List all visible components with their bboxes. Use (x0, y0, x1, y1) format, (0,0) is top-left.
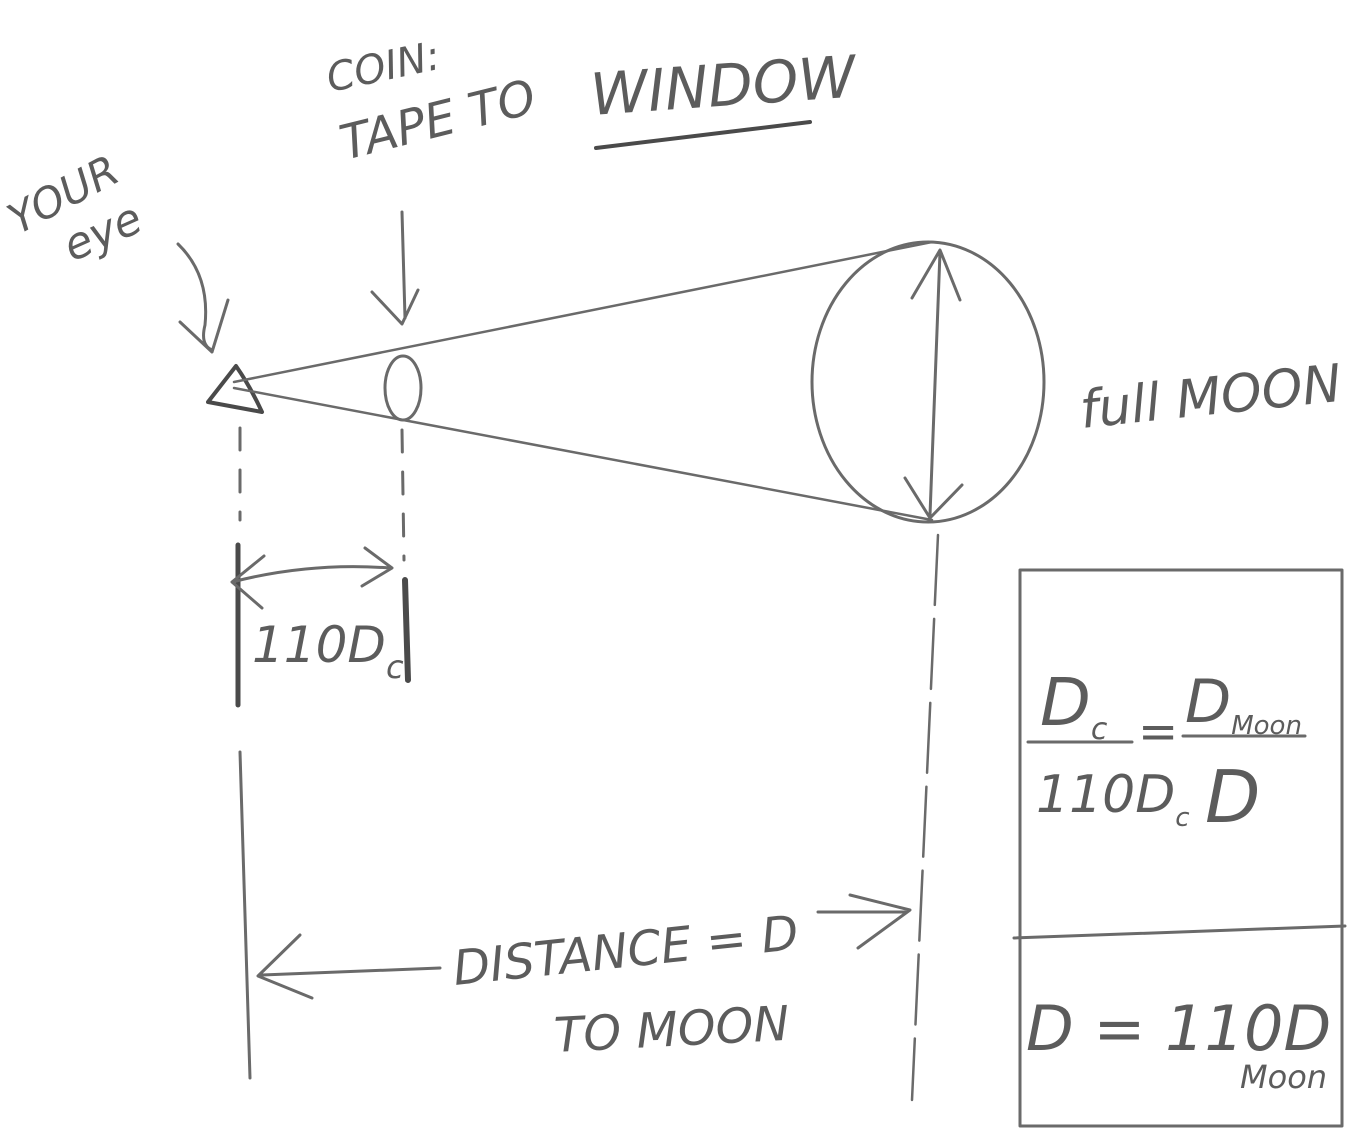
eye-icon (206, 364, 264, 414)
formula-box (1018, 568, 1344, 1128)
formula-numerator-right: DMoon (1185, 667, 1302, 741)
coin-distance-right-bar (402, 577, 411, 683)
window-label: WINDOW (588, 42, 860, 129)
distance-right-arrow (816, 893, 912, 950)
full-moon-label: full MOON (1077, 354, 1344, 441)
coin-distance-label: 110Dc (252, 616, 404, 686)
full-moon-circle (810, 240, 1046, 524)
distance-label-line2: TO MOON (553, 996, 791, 1064)
coin-shape (383, 354, 423, 422)
formula-denominator-right: D (1205, 755, 1260, 839)
moon-diameter-arrow (903, 248, 964, 520)
formula-result: D = 110D (1026, 992, 1331, 1065)
sight-line-top (232, 240, 934, 384)
eye-pointer-arrow (176, 242, 230, 354)
coin-label: COIN: (323, 33, 445, 102)
coin-pointer-arrow (370, 210, 420, 326)
formula-numerator-left: Dc (1040, 664, 1108, 747)
formula-result-subscript: Moon (1240, 1058, 1327, 1096)
coin-distance-arrow (230, 546, 394, 610)
window-underline (594, 120, 812, 150)
sight-line-bottom (232, 386, 934, 522)
moon-distance-left-bar (238, 750, 252, 1080)
formula-denominator-left: 110Dc (1036, 765, 1190, 833)
coin-guide-line (400, 428, 406, 562)
distance-left-arrow (256, 933, 442, 1000)
distance-label-line1: DISTANCE = D (450, 905, 801, 997)
moon-guide-line (910, 533, 940, 1102)
formula-divider (1012, 924, 1347, 940)
formula-equals: = (1138, 704, 1178, 760)
